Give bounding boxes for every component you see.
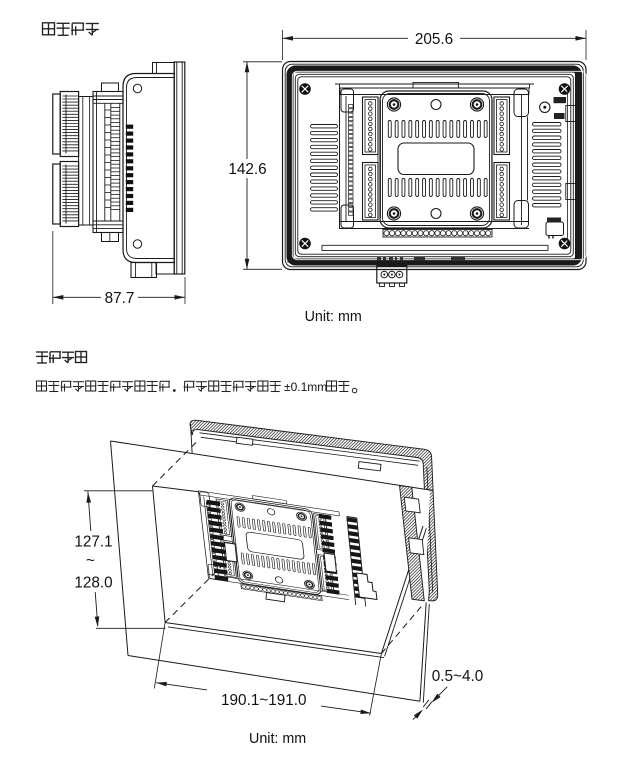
svg-text:142.6: 142.6	[228, 161, 266, 178]
svg-text:87.7: 87.7	[105, 290, 135, 307]
svg-text:~: ~	[86, 553, 95, 570]
svg-text:128.0: 128.0	[74, 575, 112, 592]
svg-text:Unit: mm: Unit: mm	[249, 731, 306, 747]
svg-text:0.5~4.0: 0.5~4.0	[432, 668, 483, 685]
svg-text:190.1~191.0: 190.1~191.0	[221, 692, 307, 709]
svg-text:Unit: mm: Unit: mm	[305, 309, 362, 325]
svg-text:127.1: 127.1	[74, 534, 112, 551]
svg-text:205.6: 205.6	[415, 31, 453, 48]
svg-text:±0.1mm: ±0.1mm	[284, 380, 327, 394]
